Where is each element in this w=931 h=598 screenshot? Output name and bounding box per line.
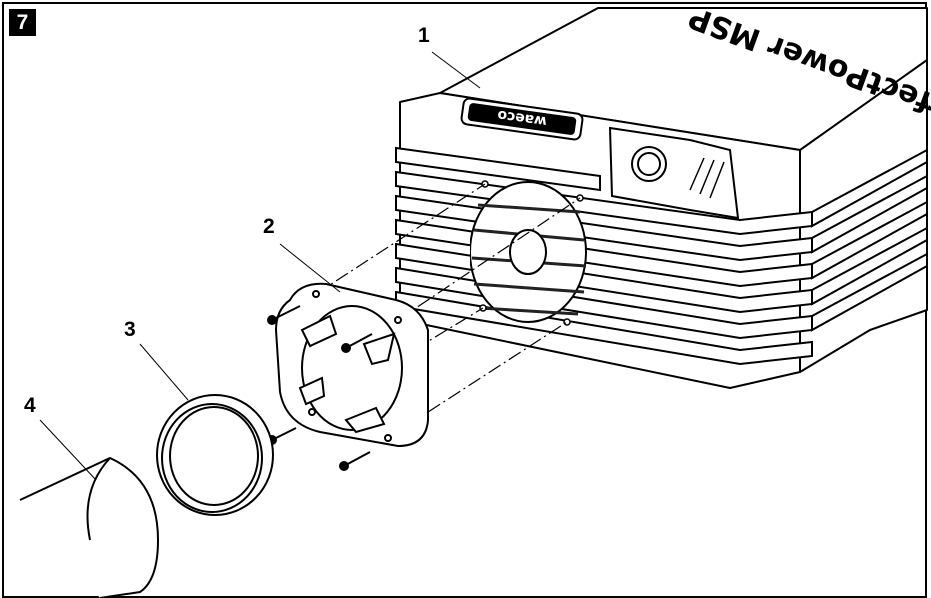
callout-2: 2 bbox=[263, 215, 275, 238]
fan-flange-plate bbox=[274, 282, 429, 448]
callout-1: 1 bbox=[418, 24, 430, 47]
device-mounting-holes bbox=[479, 180, 584, 326]
callout-3: 3 bbox=[124, 318, 136, 341]
screw-icon bbox=[341, 333, 373, 353]
fan-grille bbox=[470, 181, 587, 323]
figure-number-badge: 7 bbox=[9, 9, 36, 36]
callout-4: 4 bbox=[24, 394, 36, 417]
front-logo-text: waeco bbox=[496, 107, 548, 130]
ventilation-hose bbox=[19, 456, 160, 598]
ring-adapter bbox=[156, 394, 274, 516]
front-logo-plate bbox=[460, 97, 584, 141]
screw-icon bbox=[339, 451, 371, 471]
screw-icon bbox=[267, 305, 301, 325]
control-panel bbox=[608, 126, 740, 220]
callout-leaders bbox=[39, 51, 481, 481]
